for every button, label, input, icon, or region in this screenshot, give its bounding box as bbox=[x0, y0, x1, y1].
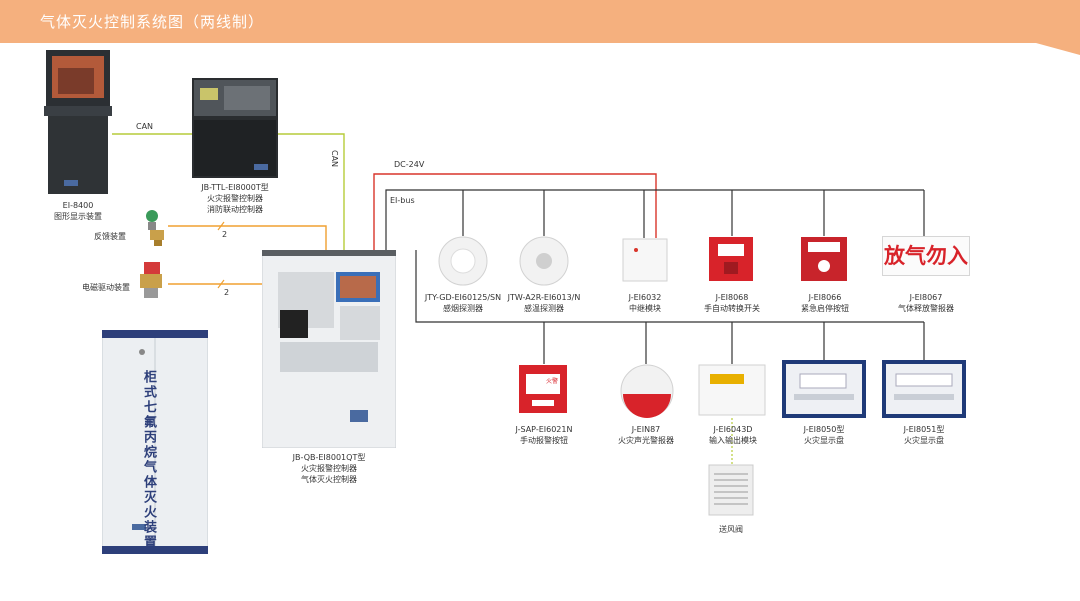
can-label-2: CAN bbox=[330, 150, 339, 168]
graphic-display-label: EI-8400 图形显示装置 bbox=[42, 200, 114, 222]
vent-valve-label: 送风阀 bbox=[719, 525, 743, 534]
solenoid-loop-tick bbox=[217, 279, 225, 289]
eibus-line bbox=[385, 189, 924, 250]
manual-call-point-tag: 火警 bbox=[546, 378, 559, 385]
fire-display-panel-2-device bbox=[882, 360, 966, 418]
dc24v-line bbox=[373, 173, 657, 250]
fire-display-panel-2-name: 火灾显示盘 bbox=[904, 436, 944, 445]
relay-module-name: 中继模块 bbox=[629, 304, 661, 313]
sounder-strobe-name: 火灾声光警报器 bbox=[618, 436, 674, 445]
fire-display-panel-1-label: J-EI8050型 火灾显示盘 bbox=[784, 424, 864, 446]
auto-manual-switch-name: 手自动转换开关 bbox=[704, 304, 760, 313]
lower-bus-line bbox=[415, 250, 924, 323]
solenoid-device bbox=[136, 260, 168, 302]
manual-call-point-label: J-SAP-EI6021N 手动报警按钮 bbox=[506, 424, 582, 446]
gas-release-sign-text: 放气勿入 bbox=[884, 244, 968, 268]
smoke-detector-device bbox=[438, 236, 488, 286]
io-module-name: 输入输出模块 bbox=[709, 436, 757, 445]
header-bar: 气体灭火控制系统图（两线制） bbox=[0, 0, 1080, 43]
io-module-device bbox=[698, 364, 766, 416]
ttl-controller-device bbox=[192, 78, 278, 178]
smoke-detector-name: 感烟探测器 bbox=[443, 304, 483, 313]
auto-manual-switch-device bbox=[708, 236, 754, 282]
feedback-loop-tick bbox=[217, 221, 225, 231]
gas-control-panel-model: JB-QB-EI8001QT型 bbox=[292, 453, 366, 462]
feedback-label: 反馈装置 bbox=[94, 232, 126, 241]
emergency-stop-button-model: J-EI8066 bbox=[808, 293, 842, 302]
page-title: 气体灭火控制系统图（两线制） bbox=[40, 13, 265, 31]
ttl-controller-label: JB-TTL-EI8000T型 火灾报警控制器 消防联动控制器 bbox=[186, 182, 284, 215]
eibus-label: EI-bus bbox=[390, 196, 415, 205]
heat-detector-label: JTW-A2R-EI6013/N 感温探测器 bbox=[496, 292, 592, 314]
emergency-stop-button-name: 紧急启停按钮 bbox=[801, 304, 849, 313]
solenoid-label: 电磁驱动装置 bbox=[82, 283, 130, 292]
smoke-detector-label: JTY-GD-EI60125/SN 感烟探测器 bbox=[410, 292, 516, 314]
io-module-model: J-EI6043D bbox=[713, 425, 753, 434]
io-module-label: J-EI6043D 输入输出模块 bbox=[702, 424, 764, 446]
loop-count-label-1: 2 bbox=[222, 230, 228, 239]
manual-call-point-device: 火警 bbox=[518, 364, 568, 414]
feedback-loop-line bbox=[168, 225, 327, 250]
ttl-controller-name: 火灾报警控制器 bbox=[207, 194, 263, 203]
fire-display-panel-1-model: J-EI8050型 bbox=[803, 425, 845, 434]
feedback-device bbox=[140, 208, 168, 248]
relay-module-device bbox=[622, 238, 668, 282]
can-line-panel bbox=[278, 133, 345, 250]
gas-release-sign-label: J-EI8067 气体释放警报器 bbox=[888, 292, 964, 314]
sounder-strobe-model: J-EIN87 bbox=[631, 425, 661, 434]
relay-module-model: J-EI6032 bbox=[628, 293, 662, 302]
gas-control-panel-name: 火灾报警控制器 bbox=[301, 464, 357, 473]
sounder-strobe-label: J-EIN87 火灾声光警报器 bbox=[608, 424, 684, 446]
manual-call-point-model: J-SAP-EI6021N bbox=[515, 425, 573, 434]
relay-module-label: J-EI6032 中继模块 bbox=[610, 292, 680, 314]
can-label-1: CAN bbox=[136, 122, 154, 131]
vent-valve-device bbox=[708, 464, 754, 516]
gas-release-sign-name: 气体释放警报器 bbox=[898, 304, 954, 313]
heat-detector-model: JTW-A2R-EI6013/N bbox=[507, 293, 581, 302]
ttl-controller-model: JB-TTL-EI8000T型 bbox=[201, 183, 269, 192]
emergency-stop-button-label: J-EI8066 紧急启停按钮 bbox=[792, 292, 858, 314]
gas-release-sign-device: 放气勿入 bbox=[882, 236, 970, 276]
heat-detector-device bbox=[519, 236, 569, 286]
loop-count-label-2: 2 bbox=[224, 288, 230, 297]
gas-control-panel-label: JB-QB-EI8001QT型 火灾报警控制器 气体灭火控制器 bbox=[270, 452, 388, 485]
gas-control-panel-name2: 气体灭火控制器 bbox=[301, 475, 357, 484]
gas-control-panel-device bbox=[261, 249, 397, 449]
sounder-strobe-device bbox=[620, 364, 674, 418]
header-corner-decoration bbox=[1036, 43, 1080, 55]
fire-display-panel-2-label: J-EI8051型 火灾显示盘 bbox=[884, 424, 964, 446]
fire-display-panel-2-model: J-EI8051型 bbox=[903, 425, 945, 434]
gas-release-sign-model: J-EI8067 bbox=[909, 293, 943, 302]
fire-display-panel-1-name: 火灾显示盘 bbox=[804, 436, 844, 445]
dc24v-label: DC-24V bbox=[394, 160, 425, 169]
smoke-detector-model: JTY-GD-EI60125/SN bbox=[424, 293, 502, 302]
graphic-display-name: 图形显示装置 bbox=[54, 212, 102, 221]
fire-display-panel-1-device bbox=[782, 360, 866, 418]
graphic-display-model: EI-8400 bbox=[62, 201, 94, 210]
auto-manual-switch-model: J-EI8068 bbox=[715, 293, 749, 302]
graphic-display-device bbox=[44, 48, 112, 196]
auto-manual-switch-label: J-EI8068 手自动转换开关 bbox=[694, 292, 770, 314]
emergency-stop-button-device bbox=[800, 236, 848, 282]
heat-detector-name: 感温探测器 bbox=[524, 304, 564, 313]
manual-call-point-name: 手动报警按钮 bbox=[520, 436, 568, 445]
extinguisher-cabinet: 柜式七氟丙烷气体灭火装置 bbox=[102, 330, 208, 554]
ttl-controller-name2: 消防联动控制器 bbox=[207, 205, 263, 214]
cabinet-text: 柜式七氟丙烷气体灭火装置 bbox=[141, 370, 156, 550]
